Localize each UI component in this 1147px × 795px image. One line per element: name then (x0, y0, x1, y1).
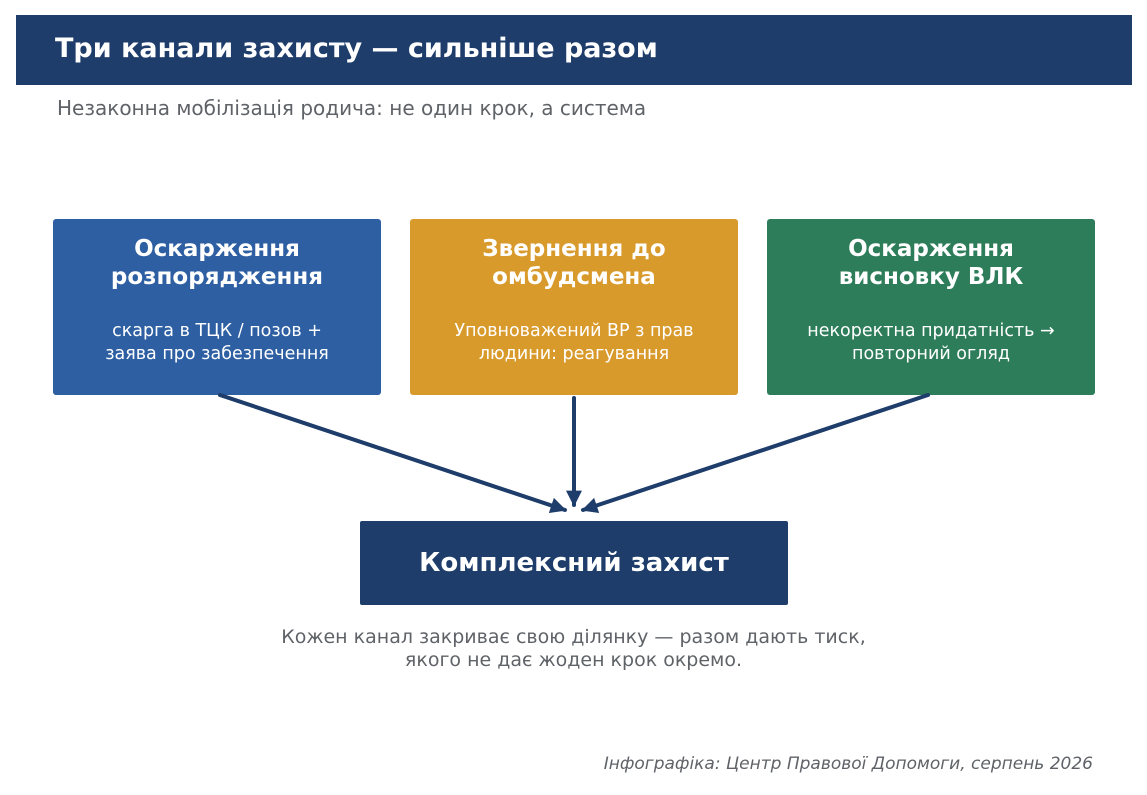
channel-title: Звернення до омбудсмена (410, 235, 738, 291)
note-line: якого не дає жоден крок окремо. (404, 649, 743, 671)
channel-title-line: Звернення до (482, 236, 666, 262)
channel-description: некоректна придатність → повторний огляд (767, 320, 1095, 366)
channel-description: Уповноважений ВР з прав людини: реагуван… (410, 320, 738, 366)
channel-title: Оскарження розпорядження (53, 235, 381, 291)
channel-title-line: омбудсмена (492, 264, 656, 290)
channel-title-line: висновку ВЛК (838, 264, 1024, 290)
credit-text: Інфографіка: Центр Правової Допомоги, се… (603, 754, 1093, 774)
page-title: Три канали захисту — сильніше разом (55, 33, 658, 64)
header-bar: Три канали захисту — сильніше разом (16, 15, 1132, 85)
subtitle: Незаконна мобілізація родича: не один кр… (57, 96, 647, 120)
arrow-right (581, 393, 930, 514)
channel-desc-line: скарга в ТЦК / позов + (112, 321, 322, 341)
channel-desc-line: Уповноважений ВР з прав (454, 321, 694, 341)
channel-title: Оскарження висновку ВЛК (767, 235, 1095, 291)
channel-box-ombudsman: Звернення до омбудсмена Уповноважений ВР… (410, 219, 738, 395)
channel-desc-line: некоректна придатність → (807, 321, 1055, 341)
arrow-left (218, 393, 567, 514)
result-box: Комплексний захист (360, 521, 788, 605)
note-line: Кожен канал закриває свою ділянку — разо… (281, 626, 866, 648)
channel-title-line: Оскарження (848, 236, 1014, 262)
channel-title-line: розпорядження (110, 264, 324, 290)
channel-desc-line: заява про забезпечення (105, 344, 329, 364)
channel-box-order-appeal: Оскарження розпорядження скарга в ТЦК / … (53, 219, 381, 395)
channel-description: скарга в ТЦК / позов + заява про забезпе… (53, 320, 381, 366)
channel-box-vlk-appeal: Оскарження висновку ВЛК некоректна прида… (767, 219, 1095, 395)
channel-desc-line: повторний огляд (852, 344, 1010, 364)
channel-title-line: Оскарження (134, 236, 300, 262)
channel-desc-line: людини: реагування (478, 344, 670, 364)
